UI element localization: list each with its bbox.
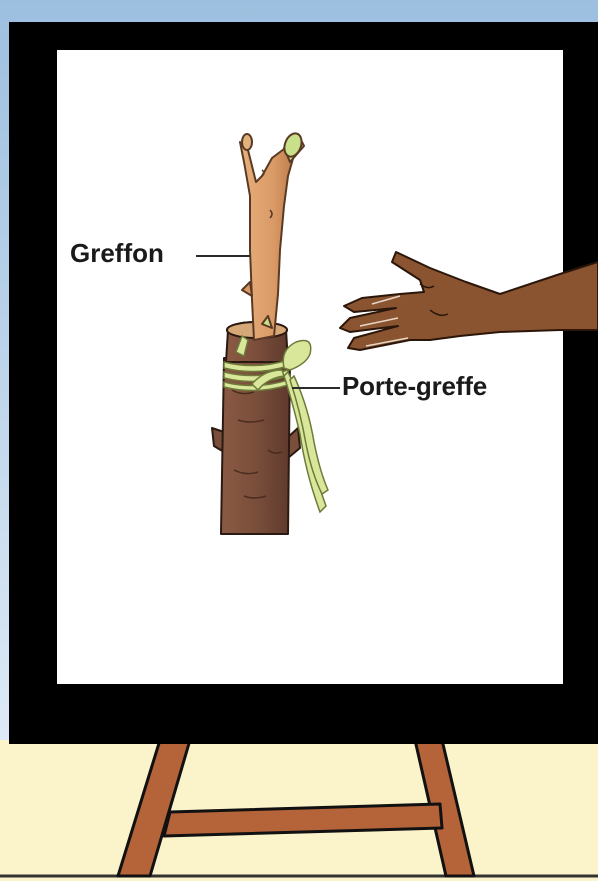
scion-label: Greffon	[70, 240, 164, 266]
board	[57, 50, 563, 684]
rootstock-label: Porte-greffe	[342, 373, 487, 399]
